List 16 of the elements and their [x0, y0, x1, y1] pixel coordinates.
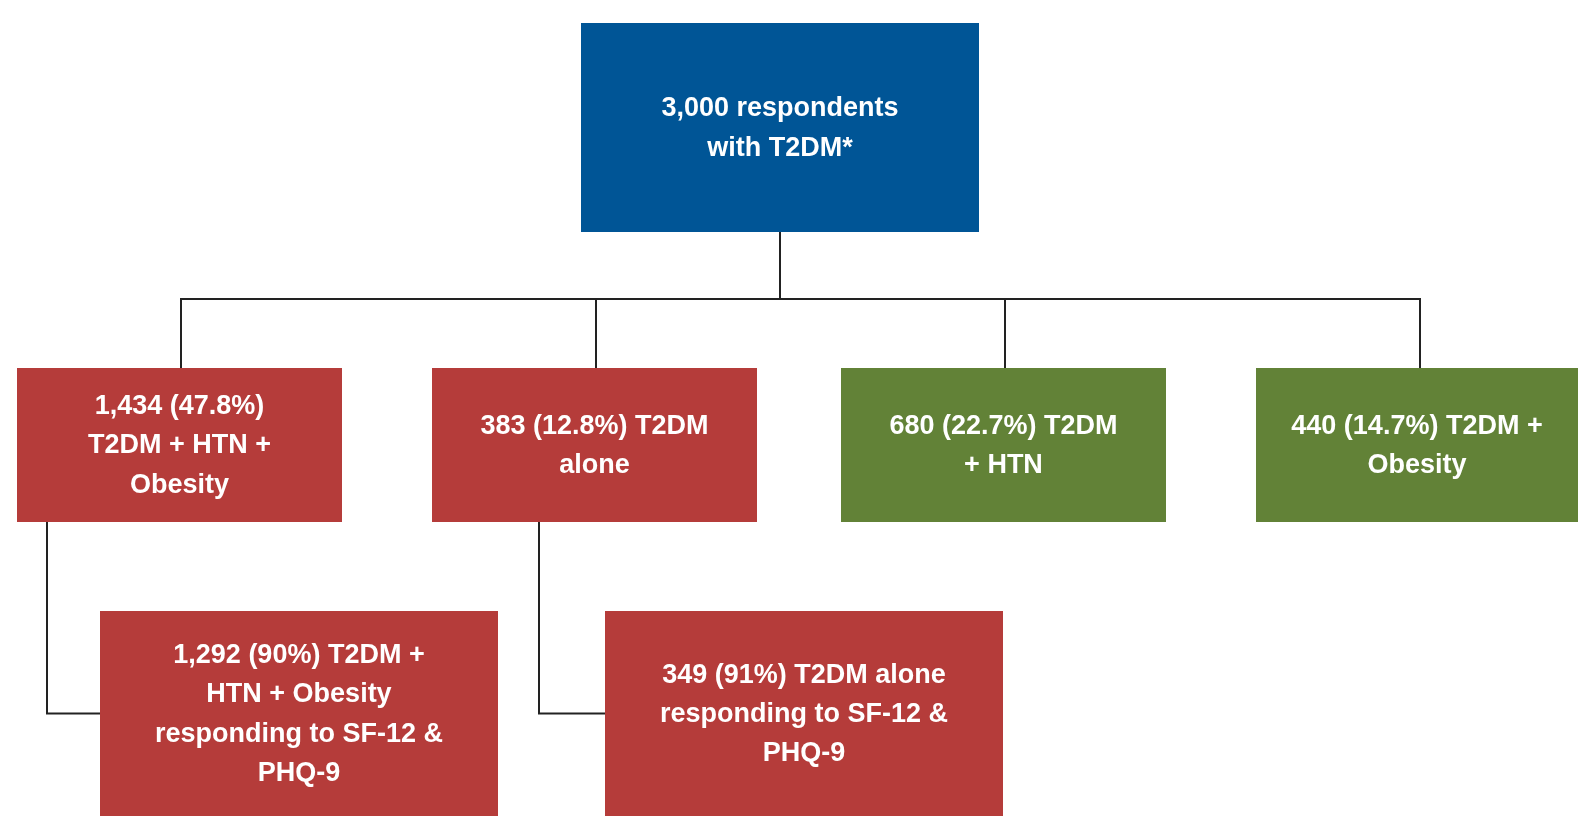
box-text: 1,292 (90%) T2DM + HTN + Obesity responding to SF-12 & PHQ-9: [154, 638, 444, 789]
flow-box: [432, 368, 757, 522]
box-text: 383 (12.8%) T2DM alone: [479, 408, 710, 481]
flow-box: [841, 368, 1166, 522]
flow-box: [17, 368, 342, 522]
flow-box: [581, 23, 979, 232]
box-text: 680 (22.7%) T2DM + HTN: [889, 408, 1118, 481]
box-text: 3,000 respondents with T2DM*: [660, 91, 900, 164]
flow-box: [605, 611, 1003, 816]
box-text: 440 (14.7%) T2DM + Obesity: [1290, 408, 1544, 481]
flow-box: [100, 611, 498, 816]
box-text: 349 (91%) T2DM alone responding to SF-12 & PHQ-9: [659, 657, 949, 770]
connector-line: [46, 521, 101, 715]
box-text: 1,434 (47.8%) T2DM + HTN + Obesity: [87, 389, 272, 501]
flow-box: [1256, 368, 1578, 522]
connector-line: [538, 521, 606, 715]
